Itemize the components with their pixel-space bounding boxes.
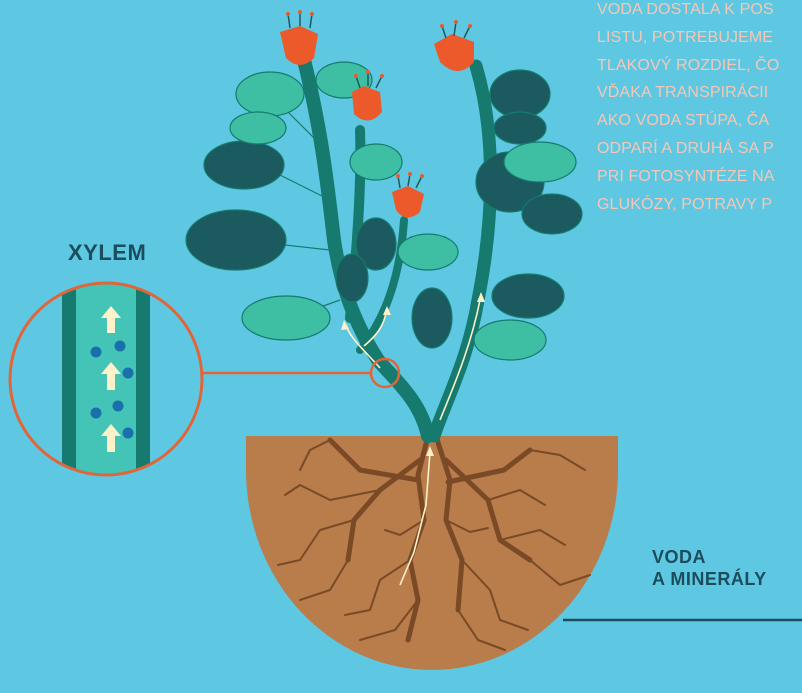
flower xyxy=(280,10,318,65)
text-line: PRI FOTOSYNTÉZE NA xyxy=(597,163,802,191)
text-line: GLUKÓZY, POTRAVY P xyxy=(597,191,802,219)
flower xyxy=(392,172,424,218)
water-minerals-label: VODA A MINERÁLY xyxy=(652,546,767,590)
text-line: LISTU, POTREBUJEME xyxy=(597,24,802,52)
text-line: VODA DOSTALA K POS xyxy=(597,0,802,24)
soil-bowl xyxy=(246,436,618,670)
explanation-text: VODA DOSTALA K POS LISTU, POTREBUJEME TL… xyxy=(597,0,802,218)
flower xyxy=(434,20,474,71)
water-label-line1: VODA xyxy=(652,546,767,568)
water-label-line2: A MINERÁLY xyxy=(652,568,767,590)
text-line: ODPARÍ A DRUHÁ SA P xyxy=(597,135,802,163)
xylem-magnifier xyxy=(10,283,202,483)
flower xyxy=(352,70,384,121)
text-line: VĎAKA TRANSPIRÁCII xyxy=(597,79,802,107)
text-line: TLAKOVÝ ROZDIEL, ČO xyxy=(597,52,802,80)
xylem-label: XYLEM xyxy=(68,240,146,266)
text-line: AKO VODA STÚPA, ČA xyxy=(597,107,802,135)
